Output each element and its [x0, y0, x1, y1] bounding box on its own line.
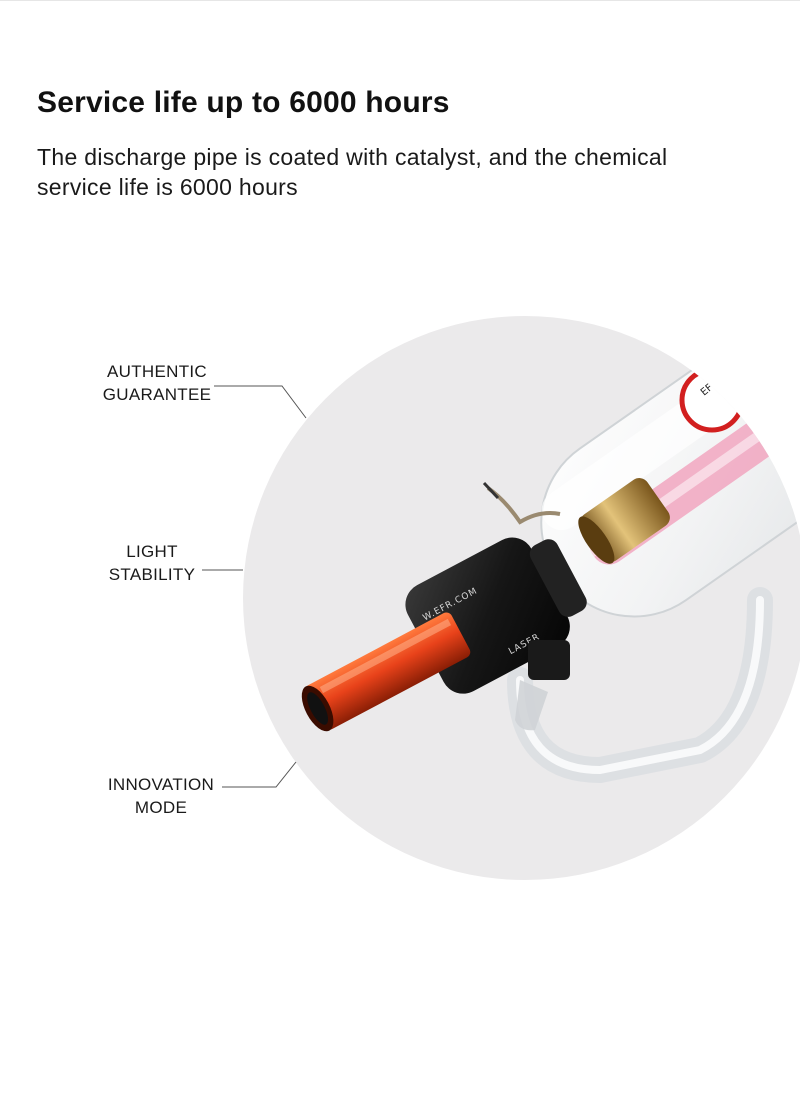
product-showcase: EFR W.EFR.COM LASER	[0, 300, 800, 920]
feature-innovation-mode: INNOVATION MODE	[96, 773, 226, 819]
laser-nozzle	[301, 612, 471, 732]
top-divider	[0, 0, 800, 1]
feature-label-line1: LIGHT	[126, 542, 178, 561]
page-description: The discharge pipe is coated with cataly…	[37, 144, 668, 200]
tube-badge: EFR	[679, 367, 745, 433]
feature-authentic-guarantee: AUTHENTIC GUARANTEE	[98, 360, 216, 406]
feature-label-line1: AUTHENTIC	[107, 362, 207, 381]
feature-label-line2: STABILITY	[108, 565, 196, 584]
feature-label-line2: GUARANTEE	[102, 385, 212, 404]
feature-label-line1: INNOVATION	[107, 775, 215, 794]
feature-label-line2: MODE	[134, 798, 188, 817]
page-title: Service life up to 6000 hours	[37, 86, 450, 119]
brass-electrode	[578, 478, 670, 564]
leader-line-innovation	[222, 761, 297, 788]
water-connector	[515, 640, 570, 731]
feature-light-stability: LIGHT STABILITY	[100, 540, 204, 586]
leader-line-authentic	[214, 385, 307, 419]
laser-tube-illustration: EFR W.EFR.COM LASER	[202, 316, 800, 880]
